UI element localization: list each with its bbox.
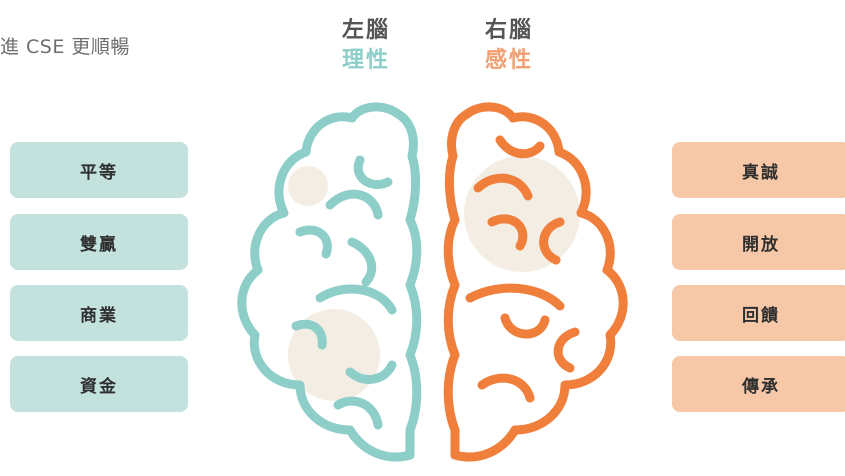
- right-fold-2: [487, 214, 528, 251]
- right-fold-8: [495, 135, 545, 159]
- left-fold-7: [353, 155, 393, 189]
- right-fold-7: [477, 373, 535, 403]
- right-fold-4: [465, 283, 565, 311]
- left-item-equality: 平等: [10, 142, 188, 198]
- left-item-funding: 資金: [10, 356, 188, 412]
- right-fold-1: [473, 173, 533, 201]
- left-fold-5: [291, 319, 327, 350]
- left-hemisphere: [237, 102, 422, 462]
- right-hemisphere: [443, 102, 628, 462]
- right-blob: [464, 156, 580, 272]
- left-brain-title: 左腦: [341, 18, 390, 43]
- right-brain-heading: 右腦 感性: [454, 16, 564, 76]
- left-fold-6: [345, 360, 397, 384]
- right-fold-3: [539, 217, 565, 265]
- right-item-sincerity: 真誠: [672, 142, 845, 198]
- left-fold-3: [347, 237, 377, 287]
- left-fold-4: [315, 284, 397, 315]
- right-item-heritage: 傳承: [672, 356, 845, 412]
- left-brain-heading: 左腦 理性: [311, 16, 421, 76]
- left-brain-subtitle: 理性: [341, 48, 390, 73]
- right-hemisphere-outline: [443, 102, 628, 462]
- left-fold-8: [333, 396, 383, 430]
- left-fold-2: [295, 225, 332, 259]
- right-fold-6: [553, 327, 580, 373]
- left-item-win-win: 雙贏: [10, 214, 188, 270]
- left-blob-small: [288, 166, 328, 206]
- right-brain-title: 右腦: [484, 18, 533, 43]
- left-hemisphere-outline: [237, 102, 422, 462]
- right-item-openness: 開放: [672, 214, 845, 270]
- left-fold-1: [325, 189, 383, 220]
- left-item-business: 商業: [10, 285, 188, 341]
- right-item-feedback: 回饋: [672, 285, 845, 341]
- header-text: 進 CSE 更順暢: [0, 36, 130, 58]
- right-brain-subtitle: 感性: [484, 48, 533, 73]
- right-fold-5: [500, 313, 550, 339]
